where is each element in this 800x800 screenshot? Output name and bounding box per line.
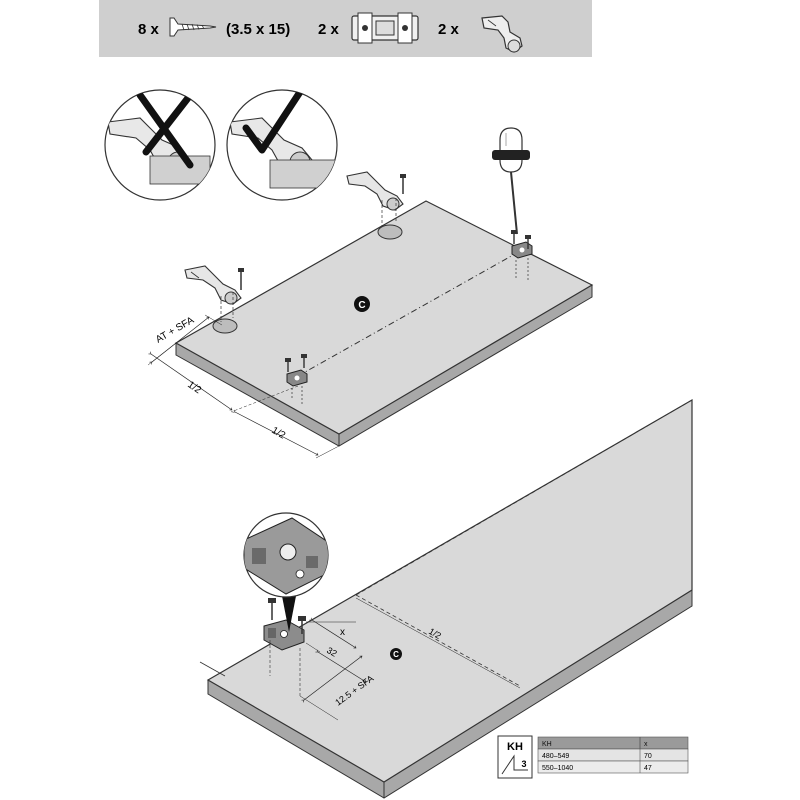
left-hinge-screw [238, 268, 244, 290]
kh-row-2-x: 47 [644, 765, 652, 772]
plate-quantity: 2 x [318, 21, 340, 38]
kh-table-header [537, 736, 689, 750]
lower-mounting-plate [286, 369, 308, 387]
left-hinge [184, 265, 242, 305]
screw-size: (3.5 x 15) [226, 21, 290, 38]
mounting-plate-icon [351, 12, 419, 44]
table-row [537, 760, 689, 774]
right-hinge [346, 171, 404, 211]
bottom-assembly-diagram: x 32 12.5 + SFA 1/2 C [199, 398, 693, 799]
svg-text:C: C [358, 300, 365, 311]
wrong-orientation-icon [104, 89, 216, 201]
top-center-line [297, 249, 523, 377]
dimension-half-left-label: 1/2 [185, 379, 203, 396]
zoom-callout-pointer [282, 596, 296, 632]
lower-plate-screws [285, 354, 307, 372]
screwdriver-icon [492, 127, 530, 235]
wood-screw-icon [169, 17, 217, 37]
upper-mounting-plate [511, 241, 533, 259]
kh-badge: KH 3 [497, 735, 533, 779]
screw-quantity: 8 x [138, 21, 160, 38]
svg-text:C: C [393, 650, 399, 659]
plate-detail-zoom [243, 512, 329, 598]
right-cup-hole [377, 224, 403, 240]
left-cup-hole [212, 318, 238, 334]
dimension-x-label: x [340, 627, 345, 638]
dimension-32-label: 32 [325, 645, 339, 659]
kh-row-2-range: 550–1040 [542, 765, 573, 772]
bottom-plate-screws [268, 598, 306, 634]
hinge-quantity: 2 x [438, 21, 460, 38]
correct-orientation-icon [226, 89, 338, 201]
top-panel-face [174, 200, 594, 435]
bottom-mounting-plate [263, 619, 305, 651]
kh-header-kh: KH [542, 741, 552, 748]
bottom-panel-marker: C [390, 648, 402, 660]
parts-banner: 8 x (3.5 x 15) 2 x 2 x [99, 0, 592, 57]
right-hinge-screw [400, 174, 406, 194]
kh-badge-label: KH [507, 741, 523, 753]
kh-badge-number: 3 [521, 759, 526, 769]
kh-header-x: x [644, 741, 648, 748]
kh-row-1-x: 70 [644, 753, 652, 760]
upper-plate-screws [511, 230, 531, 249]
bottom-back-line [355, 399, 693, 596]
dimension-x: x [312, 620, 356, 648]
kh-row-1-range: 480–549 [542, 753, 569, 760]
concealed-hinge-icon [481, 15, 523, 53]
bottom-center-line [355, 594, 521, 687]
top-assembly-diagram: C AT + SFA 1/2 1/2 [104, 89, 594, 459]
top-panel-marker: C [354, 296, 370, 312]
kh-table: KH 3 KH x 480–549 70 550–1040 47 [497, 735, 689, 779]
dimension-half-right-label: 1/2 [270, 425, 288, 442]
